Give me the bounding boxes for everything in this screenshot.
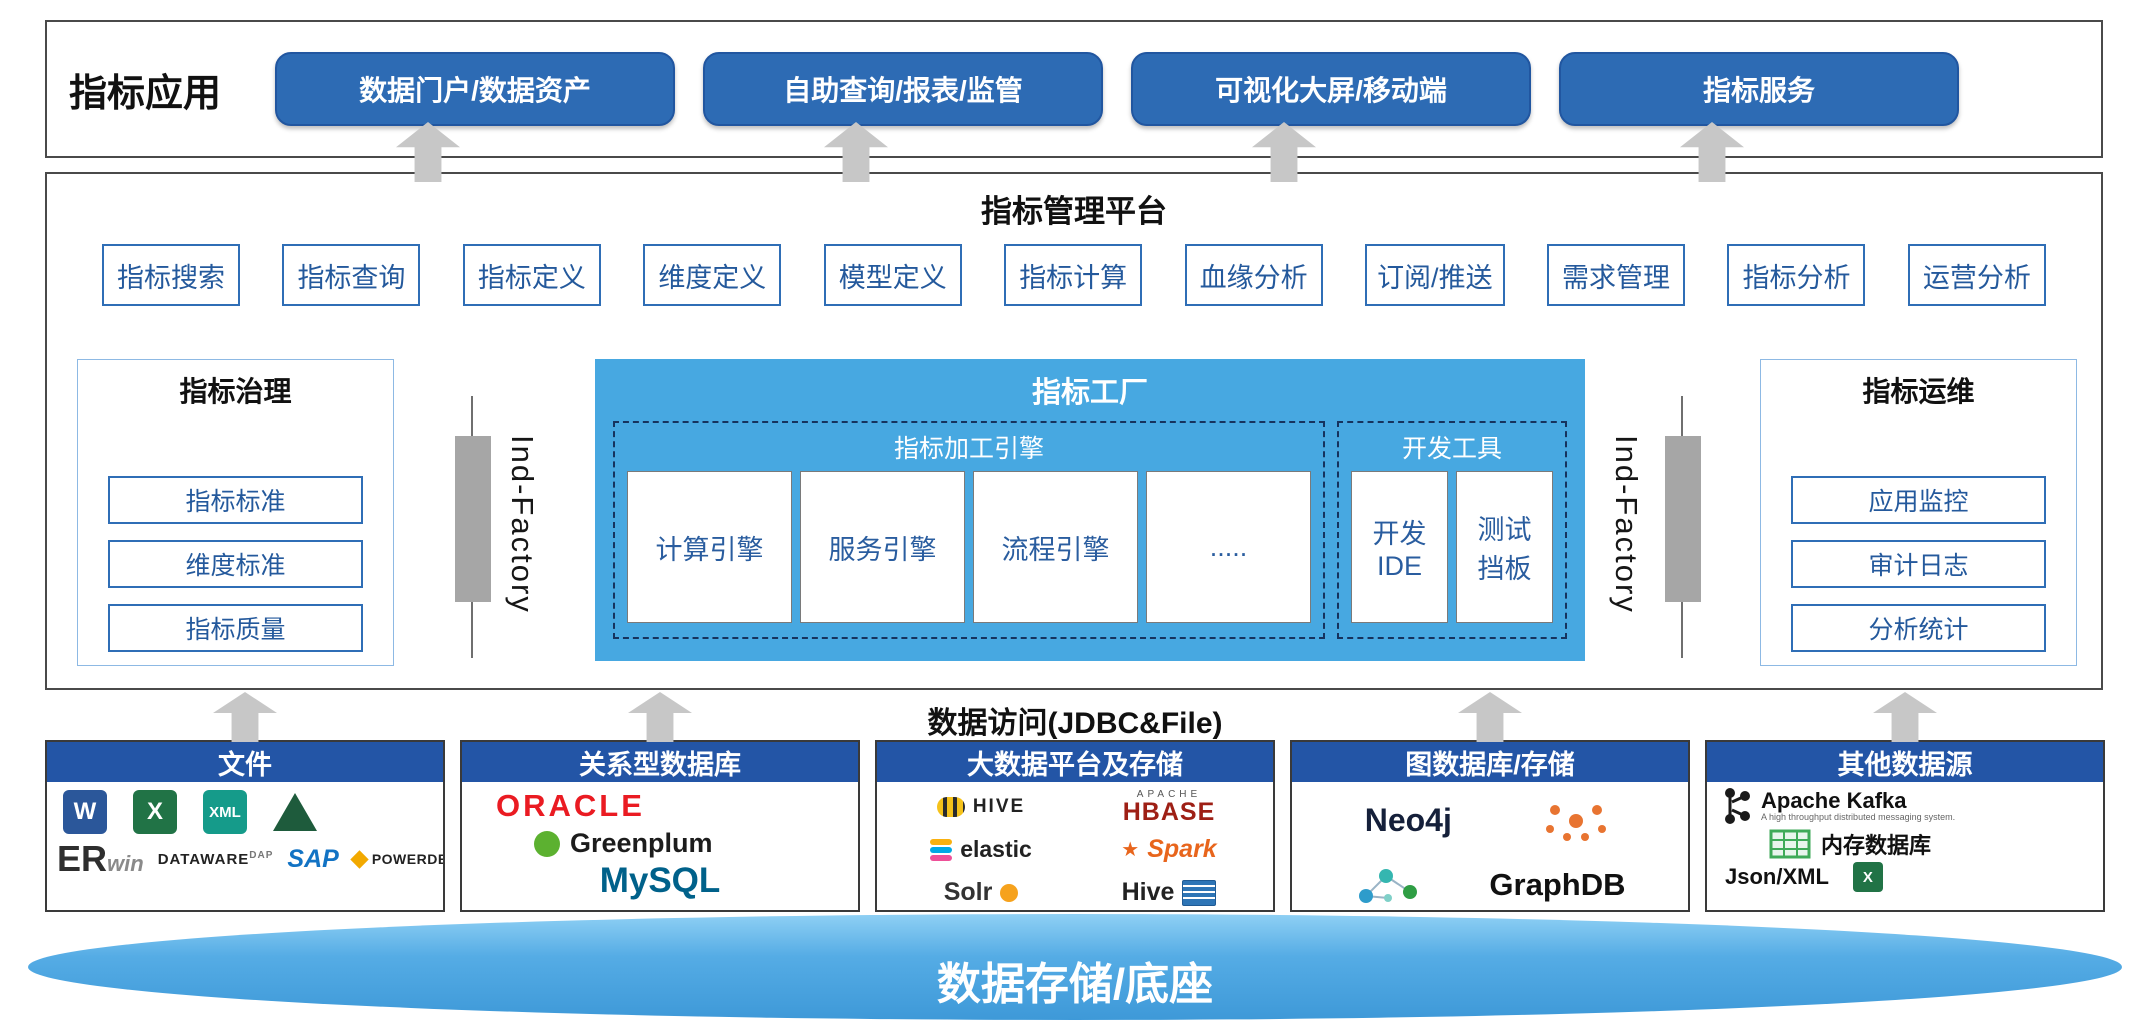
- rdbms-source-box: 关系型数据库 ORACLE Greenplum MySQL: [460, 740, 860, 912]
- ind-factory-label-left: Ind-Factory: [505, 434, 540, 614]
- operations-title: 指标运维: [1862, 376, 1975, 407]
- hbase-logo: APACHE HBASE: [1122, 788, 1216, 826]
- pyramid-icon: [273, 793, 317, 831]
- elastic-icon: [930, 838, 953, 861]
- dev-ide: 开发 IDE: [1351, 471, 1448, 623]
- app-layer-panel: 指标应用 数据门户/数据资产 自助查询/报表/监管 可视化大屏/移动端 指标服务: [45, 20, 2103, 158]
- elastic-logo: elastic: [887, 836, 1075, 863]
- hive-logo: HIVE: [887, 796, 1075, 818]
- service-engine: 服务引擎: [800, 471, 965, 623]
- kafka-logo: Apache Kafka: [1761, 787, 1907, 813]
- mysql-logo: MySQL: [599, 861, 721, 900]
- ind-factory-label-right: Ind-Factory: [1609, 434, 1644, 614]
- visualization-mobile-button: 可视化大屏/移动端: [1131, 52, 1531, 126]
- xml-icon: XML: [203, 790, 247, 834]
- processing-engine-title: 指标加工引擎: [893, 435, 1044, 463]
- management-platform-title: 指标管理平台: [981, 194, 1167, 229]
- document-icon: [1182, 879, 1217, 906]
- graphdb-logo: GraphDB: [1489, 866, 1626, 902]
- analysis-statistics: 分析统计: [1791, 604, 2046, 652]
- indicator-service-button: 指标服务: [1559, 52, 1959, 126]
- engine-ellipsis: .....: [1146, 471, 1311, 623]
- table-grid-icon: [1769, 829, 1811, 859]
- word-icon: W: [63, 790, 107, 834]
- indicator-query: 指标查询: [282, 244, 421, 306]
- data-access-label: 数据访问(JDBC&File): [927, 707, 1223, 740]
- indicator-quality: 指标质量: [108, 604, 363, 652]
- processing-engine-group: 指标加工引擎 计算引擎 服务引擎 流程引擎 .....: [613, 421, 1325, 639]
- model-definition: 模型定义: [823, 244, 962, 306]
- indicator-search: 指标搜索: [102, 244, 240, 306]
- spark-logo: Spark: [1075, 835, 1263, 864]
- rdbms-source-title: 关系型数据库: [462, 742, 858, 782]
- management-platform-panel: 指标管理平台 指标搜索 指标查询 指标定义 维度定义 模型定义 指标计算 血缘分…: [45, 172, 2103, 690]
- storage-base-label: 数据存储/底座: [936, 960, 1214, 1009]
- dimension-definition: 维度定义: [643, 244, 782, 306]
- indicator-definition: 指标定义: [462, 244, 601, 306]
- erwin-logo: ERwin: [57, 838, 144, 879]
- storage-base: 数据存储/底座: [28, 914, 2122, 1020]
- bigdata-source-box: 大数据平台及存储 HIVE APACHE HBASE elastic Spark: [875, 740, 1275, 912]
- graphdb-source-title: 图数据库/存储: [1292, 742, 1688, 782]
- hive-text-logo: Hive: [1075, 878, 1263, 907]
- operation-analysis: 运营分析: [1907, 244, 2046, 306]
- memdb-label: 内存数据库: [1821, 833, 1932, 858]
- indicator-calculation: 指标计算: [1004, 244, 1143, 306]
- app-layer-title: 指标应用: [69, 72, 222, 115]
- dev-tools-title: 开发工具: [1401, 435, 1502, 463]
- compute-engine: 计算引擎: [627, 471, 792, 623]
- self-service-query-button: 自助查询/报表/监管: [703, 52, 1103, 126]
- spark-star-icon: [1121, 837, 1139, 862]
- solr-sun-icon: [1000, 883, 1019, 902]
- kafka-row: Apache Kafka A high throughput distribut…: [1721, 786, 2089, 826]
- dimension-standard: 维度标准: [108, 540, 363, 588]
- governance-panel: 指标治理 指标标准 维度标准 指标质量: [77, 359, 394, 666]
- kafka-tagline: A high throughput distributed messaging …: [1761, 812, 1956, 823]
- indicator-factory-title: 指标工厂: [1031, 377, 1148, 409]
- indicator-factory-panel: 指标工厂 指标加工引擎 计算引擎 服务引擎 流程引擎 ..... 开发工具 开发…: [595, 359, 1585, 661]
- orange-dot-cluster-icon: [1546, 804, 1607, 841]
- kafka-icon: [1725, 788, 1750, 824]
- connector-bar: [455, 436, 491, 602]
- governance-title: 指标治理: [179, 376, 292, 407]
- indicator-standard: 指标标准: [108, 476, 363, 524]
- connector-bar: [1665, 436, 1701, 602]
- graphdb-source-box: 图数据库/存储 Neo4j GraphDB: [1290, 740, 1690, 912]
- management-module-row: 指标搜索 指标查询 指标定义 维度定义 模型定义 指标计算 血缘分析 订阅/推送…: [102, 244, 2046, 306]
- dataware-logo: DATAWAREDAP: [157, 850, 274, 868]
- powerdesigner-logo: POWERDESIGNER: [350, 849, 443, 869]
- other-source-box: 其他数据源 Apache Kafka A high throughput dis…: [1705, 740, 2105, 912]
- oracle-logo: ORACLE: [496, 788, 645, 823]
- jsonxml-row: Json/XML X: [1721, 862, 2089, 892]
- excel-icon: X: [1852, 862, 1883, 892]
- data-portal-button: 数据门户/数据资产: [275, 52, 675, 126]
- neo4j-logo: Neo4j: [1364, 802, 1452, 838]
- solr-logo: Solr: [887, 878, 1075, 907]
- files-source-title: 文件: [47, 742, 443, 782]
- sap-logo: SAP: [287, 844, 339, 873]
- process-engine: 流程引擎: [973, 471, 1138, 623]
- greenplum-logo: Greenplum: [534, 828, 834, 859]
- test-stub: 测试 挡板: [1456, 471, 1553, 623]
- indicator-analysis: 指标分析: [1727, 244, 1866, 306]
- greenplum-icon: [534, 830, 560, 857]
- files-source-box: 文件 W X XML ERwin DATAWAREDAP SAP POWERDE…: [45, 740, 445, 912]
- dev-tools-group: 开发工具 开发 IDE 测试 挡板: [1337, 421, 1567, 639]
- hive-bee-icon: [936, 797, 965, 818]
- other-source-title: 其他数据源: [1707, 742, 2103, 782]
- lineage-analysis: 血缘分析: [1184, 244, 1323, 306]
- jsonxml-label: Json/XML: [1725, 864, 1829, 889]
- graph-molecule-icon: [1359, 868, 1418, 903]
- audit-log: 审计日志: [1791, 540, 2046, 588]
- requirement-management: 需求管理: [1547, 244, 1686, 306]
- memdb-row: 内存数据库: [1721, 828, 2089, 860]
- subscribe-push: 订阅/推送: [1365, 244, 1505, 306]
- powerdesigner-icon: [350, 849, 369, 869]
- app-monitoring: 应用监控: [1791, 476, 2046, 524]
- bigdata-source-title: 大数据平台及存储: [877, 742, 1273, 782]
- app-button-row: 数据门户/数据资产 自助查询/报表/监管 可视化大屏/移动端 指标服务: [275, 22, 1959, 156]
- excel-icon: X: [133, 790, 177, 834]
- operations-panel: 指标运维 应用监控 审计日志 分析统计: [1760, 359, 2077, 666]
